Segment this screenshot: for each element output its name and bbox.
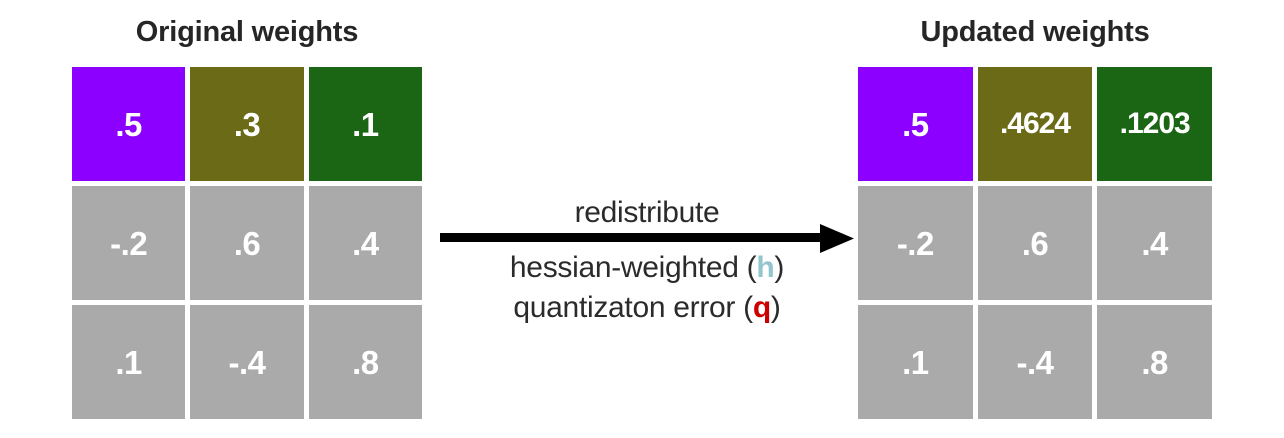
hessian-label-prefix: hessian-weighted (: [509, 251, 757, 284]
quantization-symbol: q: [752, 291, 771, 324]
quant-label-prefix: quantizaton error (: [513, 291, 753, 324]
hessian-weighted-label: hessian-weighted (h): [432, 251, 862, 285]
original-cell-r0c2: .1: [308, 67, 422, 181]
original-weights-title: Original weights: [135, 16, 359, 48]
original-cell-r1c1: .6: [190, 186, 304, 300]
hessian-symbol: h: [756, 251, 775, 284]
original-cell-r2c2: .8: [308, 305, 422, 419]
redistribute-label: redistribute: [574, 196, 720, 229]
original-cell-r0c1: .3: [190, 67, 304, 181]
original-cell-r0c0: .5: [72, 67, 186, 181]
original-cell-r2c0: .1: [72, 305, 186, 419]
updated-weights-title: Updated weights: [920, 16, 1150, 48]
updated-cell-r1c1: .6: [977, 186, 1093, 300]
quantization-error-label: quantizaton error (q): [432, 291, 862, 325]
updated-cell-r1c0: -.2: [858, 186, 973, 300]
updated-cell-r2c1: -.4: [977, 305, 1093, 419]
updated-cell-r2c0: .1: [858, 305, 973, 419]
original-weights-matrix: .5.3.1-.2.6.4.1-.4.8: [72, 67, 422, 419]
updated-cell-r2c2: .8: [1097, 305, 1212, 419]
updated-cell-r0c2: .1203: [1097, 67, 1212, 181]
hessian-label-suffix: ): [774, 251, 785, 284]
original-cell-r1c2: .4: [308, 186, 422, 300]
updated-cell-r0c0: .5: [858, 67, 973, 181]
original-cell-r2c1: -.4: [190, 305, 304, 419]
updated-cell-r1c2: .4: [1097, 186, 1212, 300]
right-arrow-icon: [440, 224, 854, 254]
original-cell-r1c0: -.2: [72, 186, 186, 300]
updated-cell-r0c1: .4624: [977, 67, 1093, 181]
updated-weights-matrix: .5.4624.1203 -.2.6.4 .1-.4.8: [858, 67, 1212, 419]
quant-label-suffix: ): [770, 291, 781, 324]
